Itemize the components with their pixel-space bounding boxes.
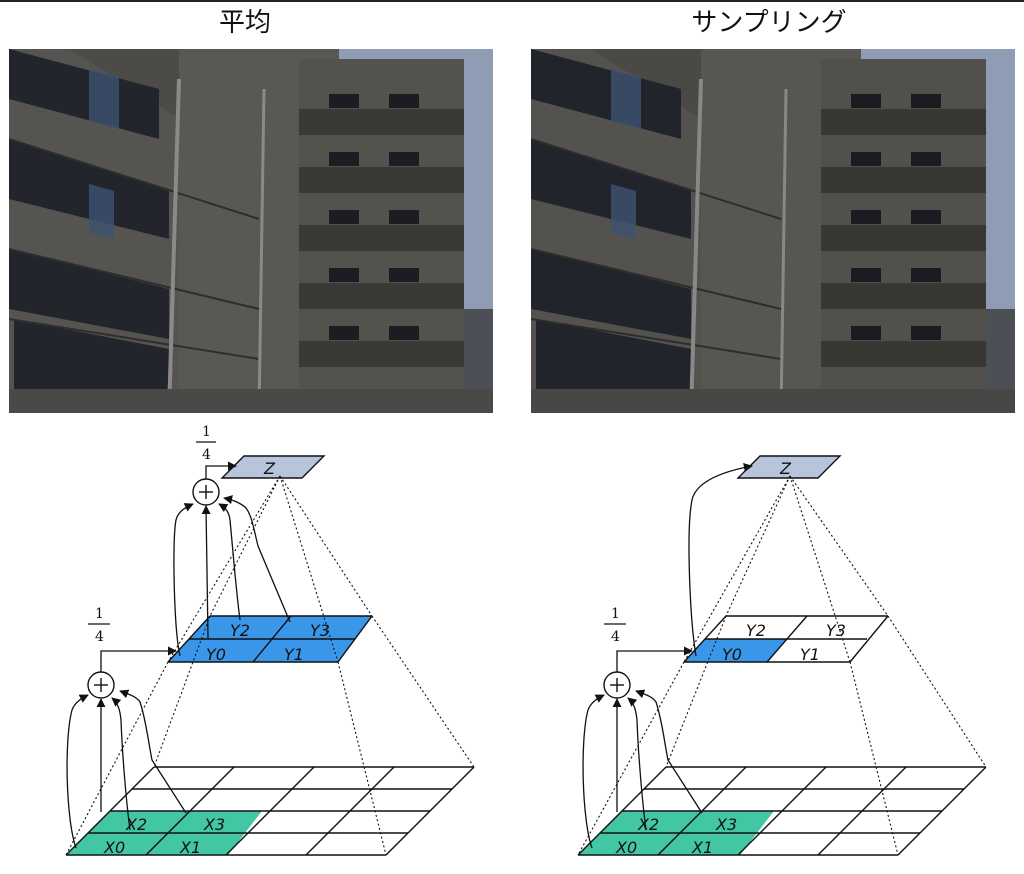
building-photo-average: [9, 49, 493, 413]
cell-y2: Y2: [746, 621, 766, 640]
cell-x3: X3: [715, 815, 737, 834]
top-cell-sampling: Z: [736, 455, 842, 479]
scale-factor-level1-average: 1 4: [196, 424, 216, 463]
cell-y3: Y3: [826, 621, 846, 640]
svg-text:1: 1: [202, 424, 211, 440]
svg-text:4: 4: [611, 629, 620, 645]
panel-title-average: 平均: [218, 8, 271, 38]
level1-grid-average: Y0 Y1 Y2 Y3: [167, 615, 373, 664]
svg-text:1: 1: [611, 606, 620, 622]
scale-factor-level0-sampling: 1 4: [604, 606, 626, 645]
pyramid-diagrams: X0 X1 X2 X3 Y0 Y1 Y2 Y3 Z: [65, 424, 987, 857]
building-photo-sampling: [531, 49, 1015, 413]
top-border: [0, 0, 1024, 2]
cell-x3: X3: [203, 815, 225, 834]
cell-z: Z: [779, 459, 792, 478]
cell-x2: X2: [637, 815, 659, 834]
sum-node-level0-average: [87, 671, 115, 699]
cell-y0: Y0: [722, 645, 742, 664]
svg-text:1: 1: [95, 606, 104, 622]
scale-factor-level0-average: 1 4: [88, 606, 110, 645]
cell-y1: Y1: [800, 645, 820, 664]
cell-z: Z: [263, 459, 276, 478]
cell-y2: Y2: [230, 621, 250, 640]
diagram-sampling: X0 X1 X2 X3 Y0 Y1 Y2 Y3 Z: [577, 455, 987, 857]
top-cell-average: Z: [220, 455, 326, 479]
photo-average: [9, 49, 493, 413]
level1-grid-sampling: Y0 Y1 Y2 Y3: [683, 615, 889, 664]
cell-x0: X0: [615, 838, 637, 857]
cell-y0: Y0: [206, 645, 226, 664]
level0-grid-sampling: X0 X1 X2 X3: [577, 766, 987, 857]
svg-text:4: 4: [202, 447, 211, 463]
panel-title-sampling: サンプリング: [691, 8, 847, 38]
sum-node-level0-sampling: [603, 671, 631, 699]
svg-text:4: 4: [95, 629, 104, 645]
cell-y1: Y1: [284, 645, 304, 664]
cell-x0: X0: [103, 838, 125, 857]
cell-y3: Y3: [310, 621, 330, 640]
photo-sampling: [531, 49, 1015, 413]
sum-node-level1-average: [192, 478, 220, 506]
level0-grid-average: X0 X1 X2 X3: [65, 766, 475, 857]
cell-x1: X1: [691, 838, 713, 857]
cell-x1: X1: [179, 838, 201, 857]
diagram-average: X0 X1 X2 X3 Y0 Y1 Y2 Y3 Z: [65, 424, 475, 857]
